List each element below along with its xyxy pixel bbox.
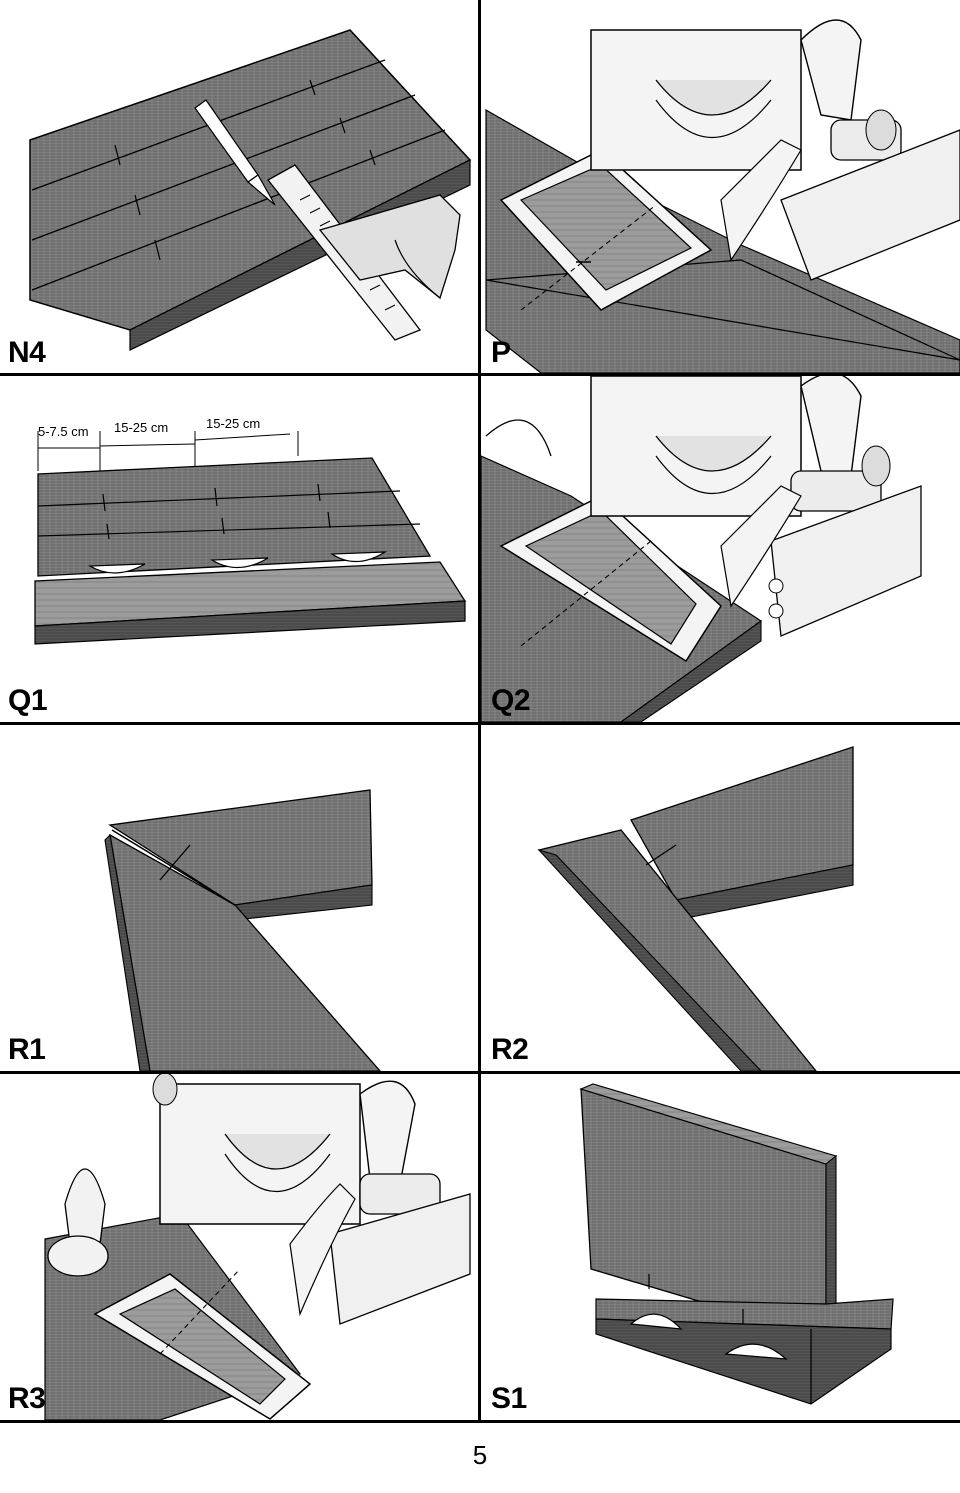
p-illustration <box>485 19 960 373</box>
panel-r1: R1 <box>0 725 478 1071</box>
figure-label-r3: R3 <box>8 1382 46 1415</box>
figure-label-q1: Q1 <box>8 684 48 717</box>
r1-illustration <box>104 789 381 1071</box>
r2-illustration <box>537 746 854 1071</box>
r3-illustration <box>44 1074 471 1420</box>
figure-label-n4: N4 <box>8 336 46 369</box>
panel-r2: R2 <box>481 725 960 1071</box>
panel-p: P <box>481 0 960 373</box>
dimension-3: 15-25 cm <box>206 416 261 431</box>
figure-label-r2: R2 <box>491 1033 529 1066</box>
panel-s1: S1 <box>481 1074 960 1420</box>
page-number: 5 <box>472 1440 488 1470</box>
figure-label-q2: Q2 <box>491 684 531 717</box>
divider-center <box>478 0 481 1422</box>
panel-q1: 5-7.5 cm 15-25 cm 15-25 cm Q1 <box>0 376 478 722</box>
q2-illustration <box>481 376 922 722</box>
figure-label-r1: R1 <box>8 1033 46 1066</box>
s1-illustration <box>579 1083 894 1405</box>
panel-q2: Q2 <box>481 376 960 722</box>
figure-label-s1: S1 <box>491 1382 527 1415</box>
n4-illustration <box>29 29 472 351</box>
q1-illustration <box>34 431 467 645</box>
panel-n4: N4 <box>0 0 478 373</box>
figure-label-p: P <box>491 336 511 369</box>
dimension-1: 5-7.5 cm <box>38 424 89 439</box>
panel-r3: R3 <box>0 1074 478 1420</box>
dimension-2: 15-25 cm <box>114 420 169 435</box>
